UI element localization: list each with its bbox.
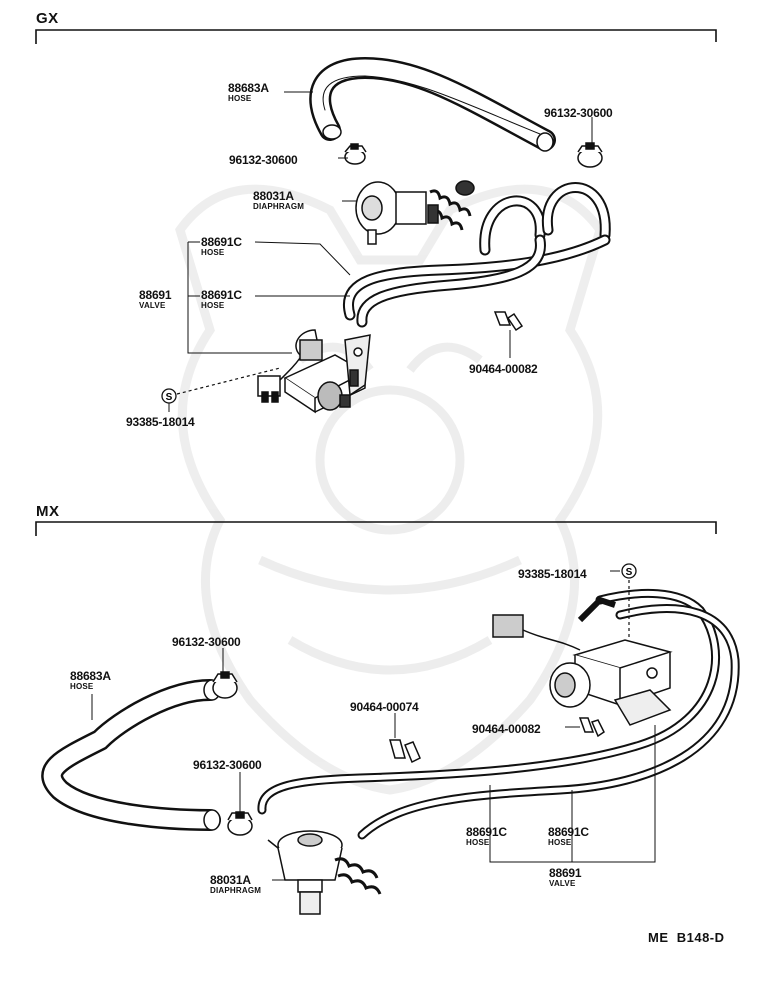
mx-hose-88683a-drawing bbox=[41, 679, 221, 831]
part-description: VALVE bbox=[139, 301, 166, 310]
part-number: 88031A bbox=[253, 189, 294, 203]
part-number: 88691C bbox=[201, 235, 242, 249]
mx-clamp-bottom-label[interactable]: 96132-30600 bbox=[193, 757, 262, 773]
gx-valve-drawing bbox=[257, 329, 371, 414]
mx-section-title: MX bbox=[36, 503, 60, 520]
part-number: 96132-30600 bbox=[544, 106, 613, 120]
gx-clip-drawing bbox=[493, 311, 524, 332]
part-number: 88691C bbox=[201, 288, 242, 302]
mx-hose-88691c-right-label[interactable]: 88691C HOSE bbox=[548, 826, 589, 847]
gx-clamp-left-drawing bbox=[344, 143, 367, 165]
mx-clamp-top-drawing bbox=[212, 671, 238, 699]
part-number: 93385-18014 bbox=[126, 415, 195, 429]
plug-symbol-icon: S bbox=[166, 392, 173, 403]
gx-hose-88683a-label[interactable]: 88683A HOSE bbox=[228, 82, 269, 103]
part-number: 96132-30600 bbox=[172, 635, 241, 649]
part-number: 88691 bbox=[549, 866, 582, 880]
mx-hose-88691c-left-label[interactable]: 88691C HOSE bbox=[466, 826, 507, 847]
gx-clamp-right-drawing bbox=[577, 142, 603, 168]
part-number: 88691C bbox=[548, 825, 589, 839]
gx-diaphragm-label[interactable]: 88031A DIAPHRAGM bbox=[253, 190, 304, 211]
mx-diaphragm-label[interactable]: 88031A DIAPHRAGM bbox=[210, 874, 261, 895]
gx-plug-label[interactable]: 93385-18014 bbox=[126, 414, 195, 430]
part-number: 90464-00074 bbox=[350, 700, 419, 714]
gx-clamp-left-label[interactable]: 96132-30600 bbox=[229, 152, 298, 168]
diagram-code: ME B148-D bbox=[648, 930, 725, 945]
gx-clamp-right-label[interactable]: 96132-30600 bbox=[544, 105, 613, 121]
gx-diaphragm-drawing bbox=[355, 180, 475, 245]
part-number: 88691 bbox=[139, 288, 172, 302]
part-description: HOSE bbox=[201, 301, 225, 310]
mx-valve-label[interactable]: 88691 VALVE bbox=[549, 866, 582, 888]
part-description: VALVE bbox=[549, 879, 576, 888]
gx-section-title: GX bbox=[36, 10, 59, 27]
gx-section-bracket bbox=[35, 29, 717, 44]
gx-hose-88683a-drawing bbox=[309, 56, 556, 152]
part-description: DIAPHRAGM bbox=[210, 886, 262, 895]
part-number: 90464-00082 bbox=[472, 722, 541, 736]
gx-hose-88691c-upper-label[interactable]: 88691C HOSE bbox=[201, 236, 242, 257]
mx-section-bracket bbox=[35, 521, 717, 536]
mx-clip-82-drawing bbox=[578, 717, 605, 738]
part-number: 88031A bbox=[210, 873, 251, 887]
part-description: HOSE bbox=[548, 838, 572, 847]
mx-plug-drawing: S bbox=[621, 563, 637, 640]
mx-clip-74-drawing bbox=[389, 739, 421, 764]
mx-clip-74-label[interactable]: 90464-00074 bbox=[350, 699, 419, 715]
part-description: HOSE bbox=[70, 682, 94, 691]
part-description: HOSE bbox=[201, 248, 225, 257]
part-number: 90464-00082 bbox=[469, 362, 538, 376]
mx-clip-82-label[interactable]: 90464-00082 bbox=[472, 721, 541, 737]
plug-symbol-icon: S bbox=[626, 567, 633, 578]
part-number: 88683A bbox=[228, 81, 269, 95]
part-number: 88691C bbox=[466, 825, 507, 839]
part-number: 96132-30600 bbox=[193, 758, 262, 772]
gx-valve-label[interactable]: 88691 VALVE bbox=[139, 288, 172, 310]
part-number: 96132-30600 bbox=[229, 153, 298, 167]
mx-diaphragm-drawing bbox=[267, 830, 382, 915]
part-number: 93385-18014 bbox=[518, 567, 587, 581]
part-number: 88683A bbox=[70, 669, 111, 683]
part-description: HOSE bbox=[228, 94, 252, 103]
mx-clamp-top-label[interactable]: 96132-30600 bbox=[172, 634, 241, 650]
mx-valve-drawing bbox=[492, 596, 673, 726]
gx-hose-88691c-lower-label[interactable]: 88691C HOSE bbox=[201, 289, 242, 310]
mx-plug-label[interactable]: 93385-18014 bbox=[518, 566, 587, 582]
mx-long-hoses-drawing bbox=[257, 589, 740, 840]
mx-clamp-bottom-drawing bbox=[227, 811, 253, 836]
mx-hose-88683a-label[interactable]: 88683A HOSE bbox=[70, 670, 111, 691]
mx-leader-lines bbox=[91, 570, 656, 881]
part-description: DIAPHRAGM bbox=[253, 202, 305, 211]
part-description: HOSE bbox=[466, 838, 490, 847]
gx-u-hoses-drawing bbox=[343, 182, 611, 328]
gx-clip-label[interactable]: 90464-00082 bbox=[469, 361, 538, 377]
gx-leader-lines bbox=[168, 91, 593, 412]
